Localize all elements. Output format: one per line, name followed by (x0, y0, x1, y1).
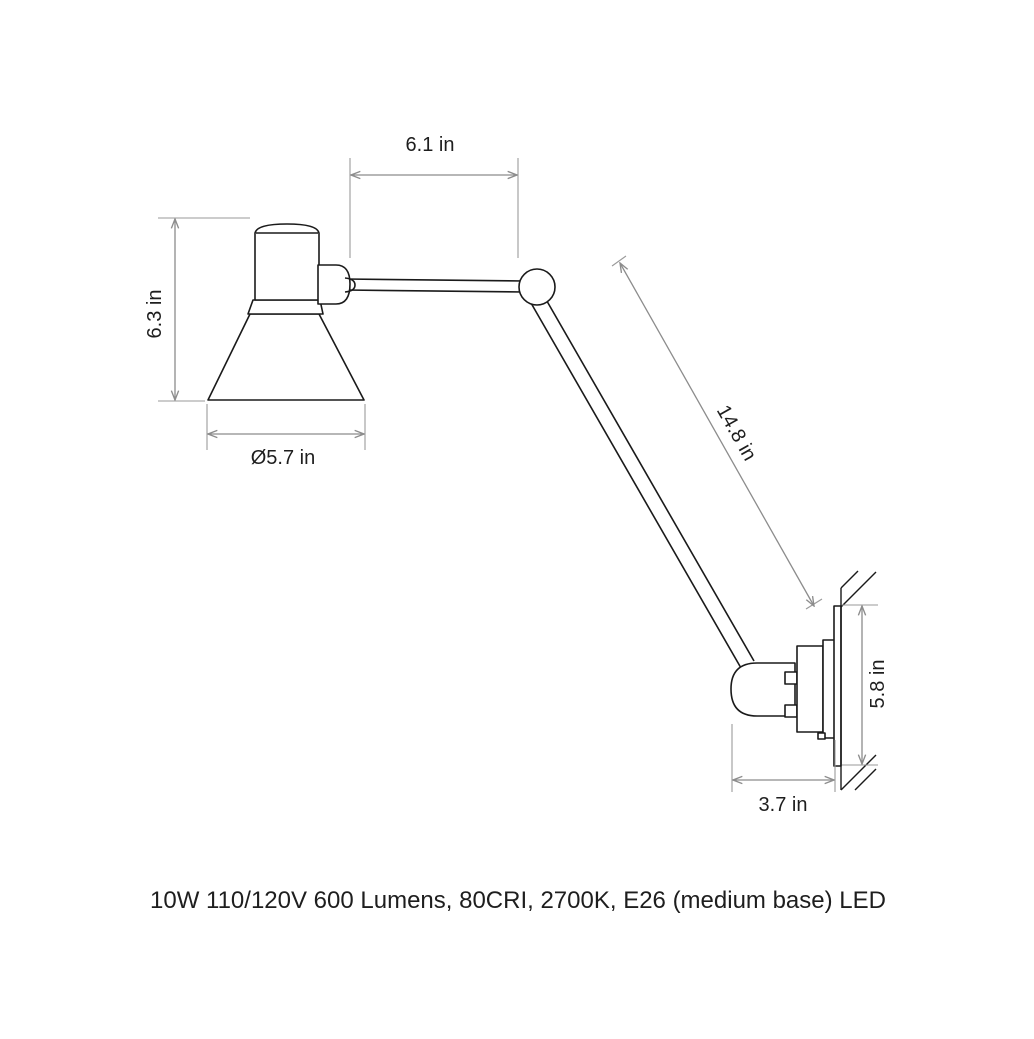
spec-caption: 10W 110/120V 600 Lumens, 80CRI, 2700K, E… (150, 887, 886, 914)
wall-mount (730, 605, 842, 767)
lamp-shade (207, 313, 365, 401)
dim-line-arm-length (620, 263, 814, 606)
head-joint (317, 264, 351, 305)
dimension-lines (158, 158, 878, 792)
label-arm-horizontal: 6.1 in (406, 134, 455, 156)
shade-collar (247, 299, 324, 315)
label-shade-height: 6.3 in (144, 290, 166, 339)
lamp-head (254, 223, 320, 301)
elbow-joint (518, 268, 556, 306)
mount-knuckle (730, 662, 796, 717)
label-wall-depth: 3.7 in (759, 794, 808, 816)
lower-arm (530, 295, 755, 669)
label-shade-diameter: Ø5.7 in (251, 447, 315, 469)
mount-body (796, 645, 824, 733)
wall-section (840, 570, 877, 791)
label-arm-length: 14.8 in (712, 401, 761, 464)
upper-arm (344, 278, 525, 293)
lamp-drawing (207, 223, 877, 791)
label-backplate-height: 5.8 in (867, 660, 889, 709)
